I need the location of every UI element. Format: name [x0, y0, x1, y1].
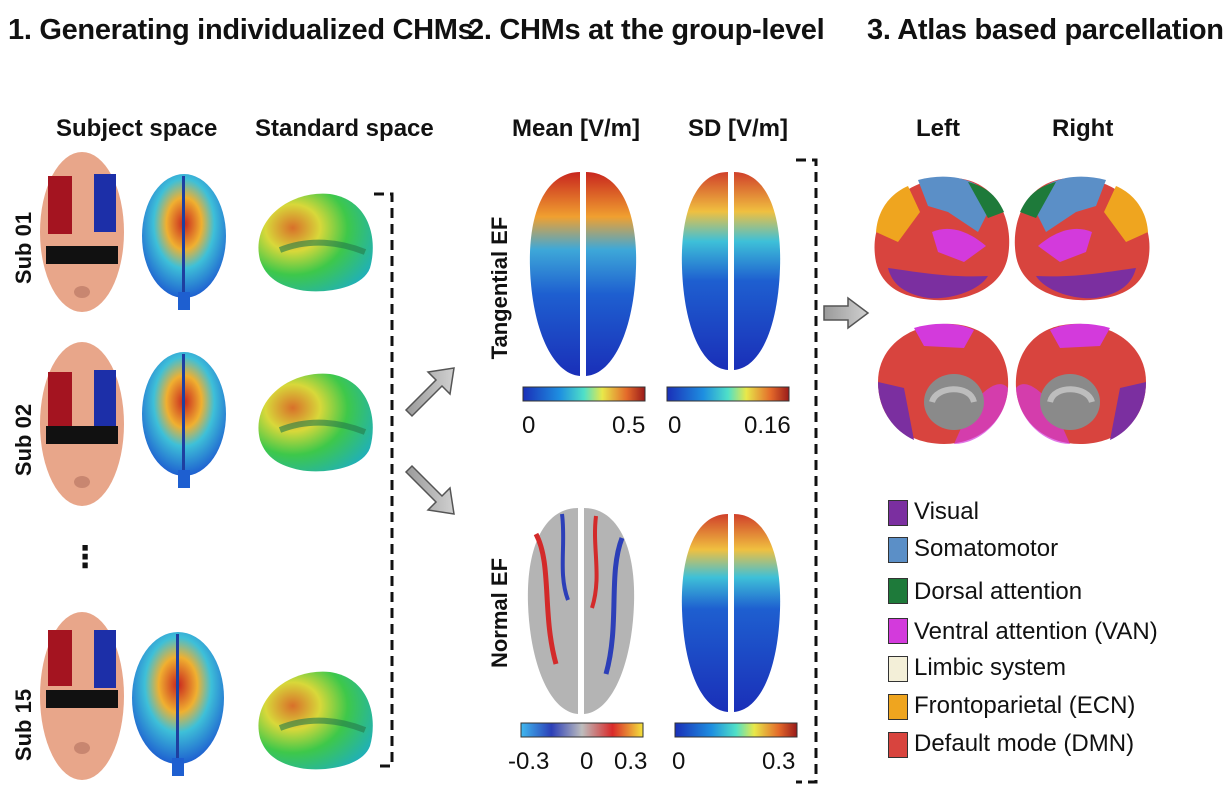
colorbar-tangential-sd: [666, 386, 790, 402]
head-model-sub02: [40, 342, 124, 506]
sd-label: SD [V/m]: [688, 115, 789, 142]
colorbar-normal-mean: [520, 722, 644, 738]
tangential-ef-label: Tangential EF: [487, 216, 512, 360]
atlas-right-medial: [1015, 323, 1146, 444]
legend-label-frontoparietal: Frontoparietal (ECN): [914, 692, 1136, 719]
arrow-down-right: [404, 464, 455, 515]
left-hemisphere-label: Left: [916, 115, 960, 142]
standard-brain-sub01: [258, 193, 373, 292]
legend-label-dorsal-attention: Dorsal attention: [914, 578, 1083, 605]
tick-norm-mean-mid: 0: [580, 748, 594, 775]
subject-space-label: Subject space: [56, 115, 218, 142]
section-2-title: 2. CHMs at the group-level: [468, 14, 825, 46]
normal-ef-label: Normal EF: [487, 557, 512, 669]
colorbar-tangential-mean: [522, 386, 646, 402]
sub01-label: Sub 01: [11, 211, 36, 285]
section-3-title: 3. Atlas based parcellation: [867, 14, 1224, 46]
legend-swatch-visual: [888, 500, 908, 526]
tick-tan-sd-max: 0.16: [744, 412, 791, 439]
atlas-right-lateral: [1014, 176, 1150, 301]
tick-norm-sd-max: 0.3: [762, 748, 796, 775]
legend-label-limbic: Limbic system: [914, 654, 1067, 681]
tick-norm-mean-min: -0.3: [508, 748, 550, 775]
ellipsis-vertical: ⋮: [70, 541, 100, 574]
standard-space-label: Standard space: [255, 115, 434, 142]
tick-tan-mean-min: 0: [522, 412, 536, 439]
tick-tan-sd-min: 0: [668, 412, 682, 439]
atlas-left-medial: [878, 323, 1009, 444]
legend-swatch-limbic: [888, 656, 908, 682]
sub02-label: Sub 02: [11, 403, 36, 477]
tick-tan-mean-max: 0.5: [612, 412, 646, 439]
right-hemisphere-label: Right: [1052, 115, 1114, 142]
dashed-bracket-2: [796, 158, 818, 784]
atlas-left-lateral: [874, 176, 1010, 301]
tick-norm-sd-min: 0: [672, 748, 686, 775]
tangential-sd-brain: [681, 172, 781, 370]
normal-mean-brain: [527, 508, 635, 714]
arrow-up-right: [404, 367, 455, 418]
legend-label-default-mode: Default mode (DMN): [914, 730, 1135, 757]
legend-label-ventral-attention: Ventral attention (VAN): [914, 618, 1158, 645]
standard-brain-sub02: [258, 373, 373, 472]
legend-swatch-frontoparietal: [888, 694, 908, 720]
dashed-bracket-1: [374, 192, 394, 768]
mean-label: Mean [V/m]: [512, 115, 641, 142]
legend-swatch-ventral-attention: [888, 618, 908, 644]
tick-norm-mean-max: 0.3: [614, 748, 648, 775]
arrow-right: [823, 296, 870, 330]
sub15-label: Sub 15: [11, 688, 36, 762]
subject-brain-sub02: [142, 352, 226, 488]
tangential-mean-brain: [529, 172, 637, 376]
colorbar-normal-sd: [674, 722, 798, 738]
legend-swatch-somatomotor: [888, 537, 908, 563]
head-model-sub01: [40, 152, 124, 312]
legend-swatch-default-mode: [888, 732, 908, 758]
head-model-sub15: [40, 612, 124, 780]
legend-label-somatomotor: Somatomotor: [914, 535, 1059, 562]
section-1-title: 1. Generating individualized CHMs: [8, 14, 474, 46]
subject-brain-sub01: [142, 174, 226, 310]
legend-swatch-dorsal-attention: [888, 578, 908, 604]
standard-brain-sub15: [258, 671, 373, 770]
legend-label-visual: Visual: [914, 498, 979, 525]
subject-brain-sub15: [132, 632, 224, 776]
normal-sd-brain: [681, 514, 781, 712]
